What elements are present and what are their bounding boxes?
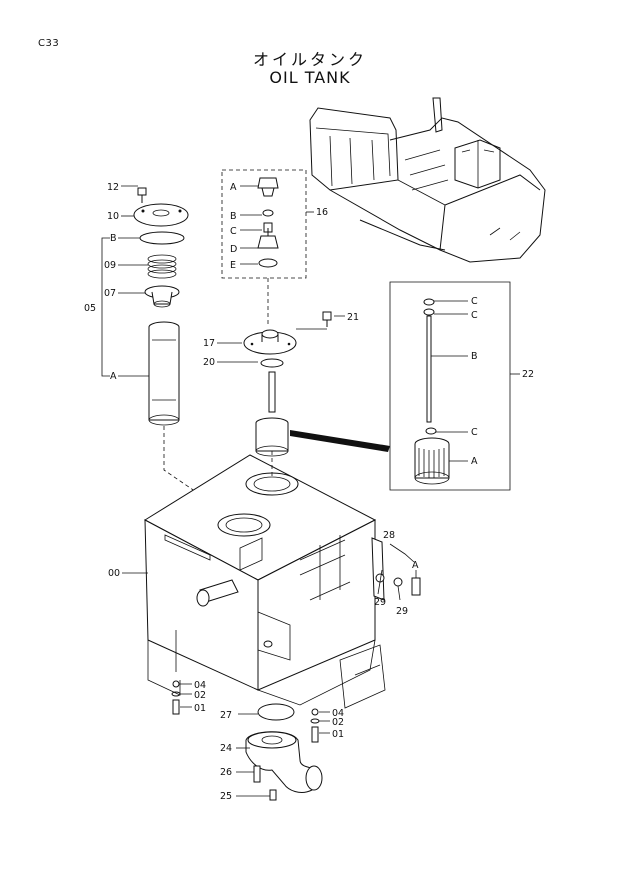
- callout-16-e: E: [230, 260, 236, 271]
- callout-17: 17: [203, 338, 215, 349]
- callout-22-c2: C: [471, 310, 478, 321]
- callout-26: 26: [220, 767, 232, 778]
- callout-01-left: 01: [194, 703, 206, 714]
- callout-16-d: D: [230, 244, 237, 255]
- callout-labels: 12 10 B 09 07 05 A A B C D E 16 21 17 20…: [84, 182, 534, 802]
- callout-25: 25: [220, 791, 232, 802]
- callout-22-c3: C: [471, 427, 478, 438]
- callout-05: 05: [84, 303, 96, 314]
- callout-16: 16: [316, 207, 328, 218]
- callout-22: 22: [522, 369, 534, 380]
- callout-09: 09: [104, 260, 116, 271]
- callout-16-c: C: [230, 226, 237, 237]
- callout-22-c1: C: [471, 296, 478, 307]
- callout-02-right: 02: [332, 717, 344, 728]
- callout-20: 20: [203, 357, 215, 368]
- callout-00: 00: [108, 568, 120, 579]
- callout-02-left: 02: [194, 690, 206, 701]
- callout-21: 21: [347, 312, 359, 323]
- callout-05-a: A: [110, 371, 117, 382]
- callout-16-b: B: [230, 211, 237, 222]
- side-bracket-assembly: [371, 537, 421, 601]
- callout-16-a: A: [230, 182, 237, 193]
- page-reference: C33: [38, 38, 60, 49]
- callout-01-right: 01: [332, 729, 344, 740]
- callout-07: 07: [104, 288, 116, 299]
- callout-22-a: A: [471, 456, 478, 467]
- callout-10: 10: [107, 211, 119, 222]
- suction-cover-assembly: [217, 311, 390, 457]
- callout-29-right: 29: [396, 606, 408, 617]
- callout-24: 24: [220, 743, 232, 754]
- strainer-detail-box: [389, 281, 520, 491]
- callout-12: 12: [107, 182, 119, 193]
- breather-assembly: [221, 169, 314, 326]
- callout-04-right: 04: [332, 708, 344, 719]
- callout-27: 27: [220, 710, 232, 721]
- callout-04-left: 04: [194, 680, 206, 691]
- oil-tank-body: [122, 451, 386, 743]
- callout-05-b: B: [110, 233, 117, 244]
- callout-28: 28: [383, 530, 395, 541]
- suction-pipe-assembly: [236, 703, 323, 801]
- callout-22-b: B: [471, 351, 478, 362]
- callout-29-left: 29: [374, 597, 386, 608]
- title-japanese: オイルタンク: [252, 50, 367, 69]
- return-filter-assembly: [101, 185, 241, 523]
- callout-28-a: A: [412, 560, 419, 571]
- title-english: OIL TANK: [269, 68, 351, 87]
- excavator-locator-illustration: [309, 97, 546, 263]
